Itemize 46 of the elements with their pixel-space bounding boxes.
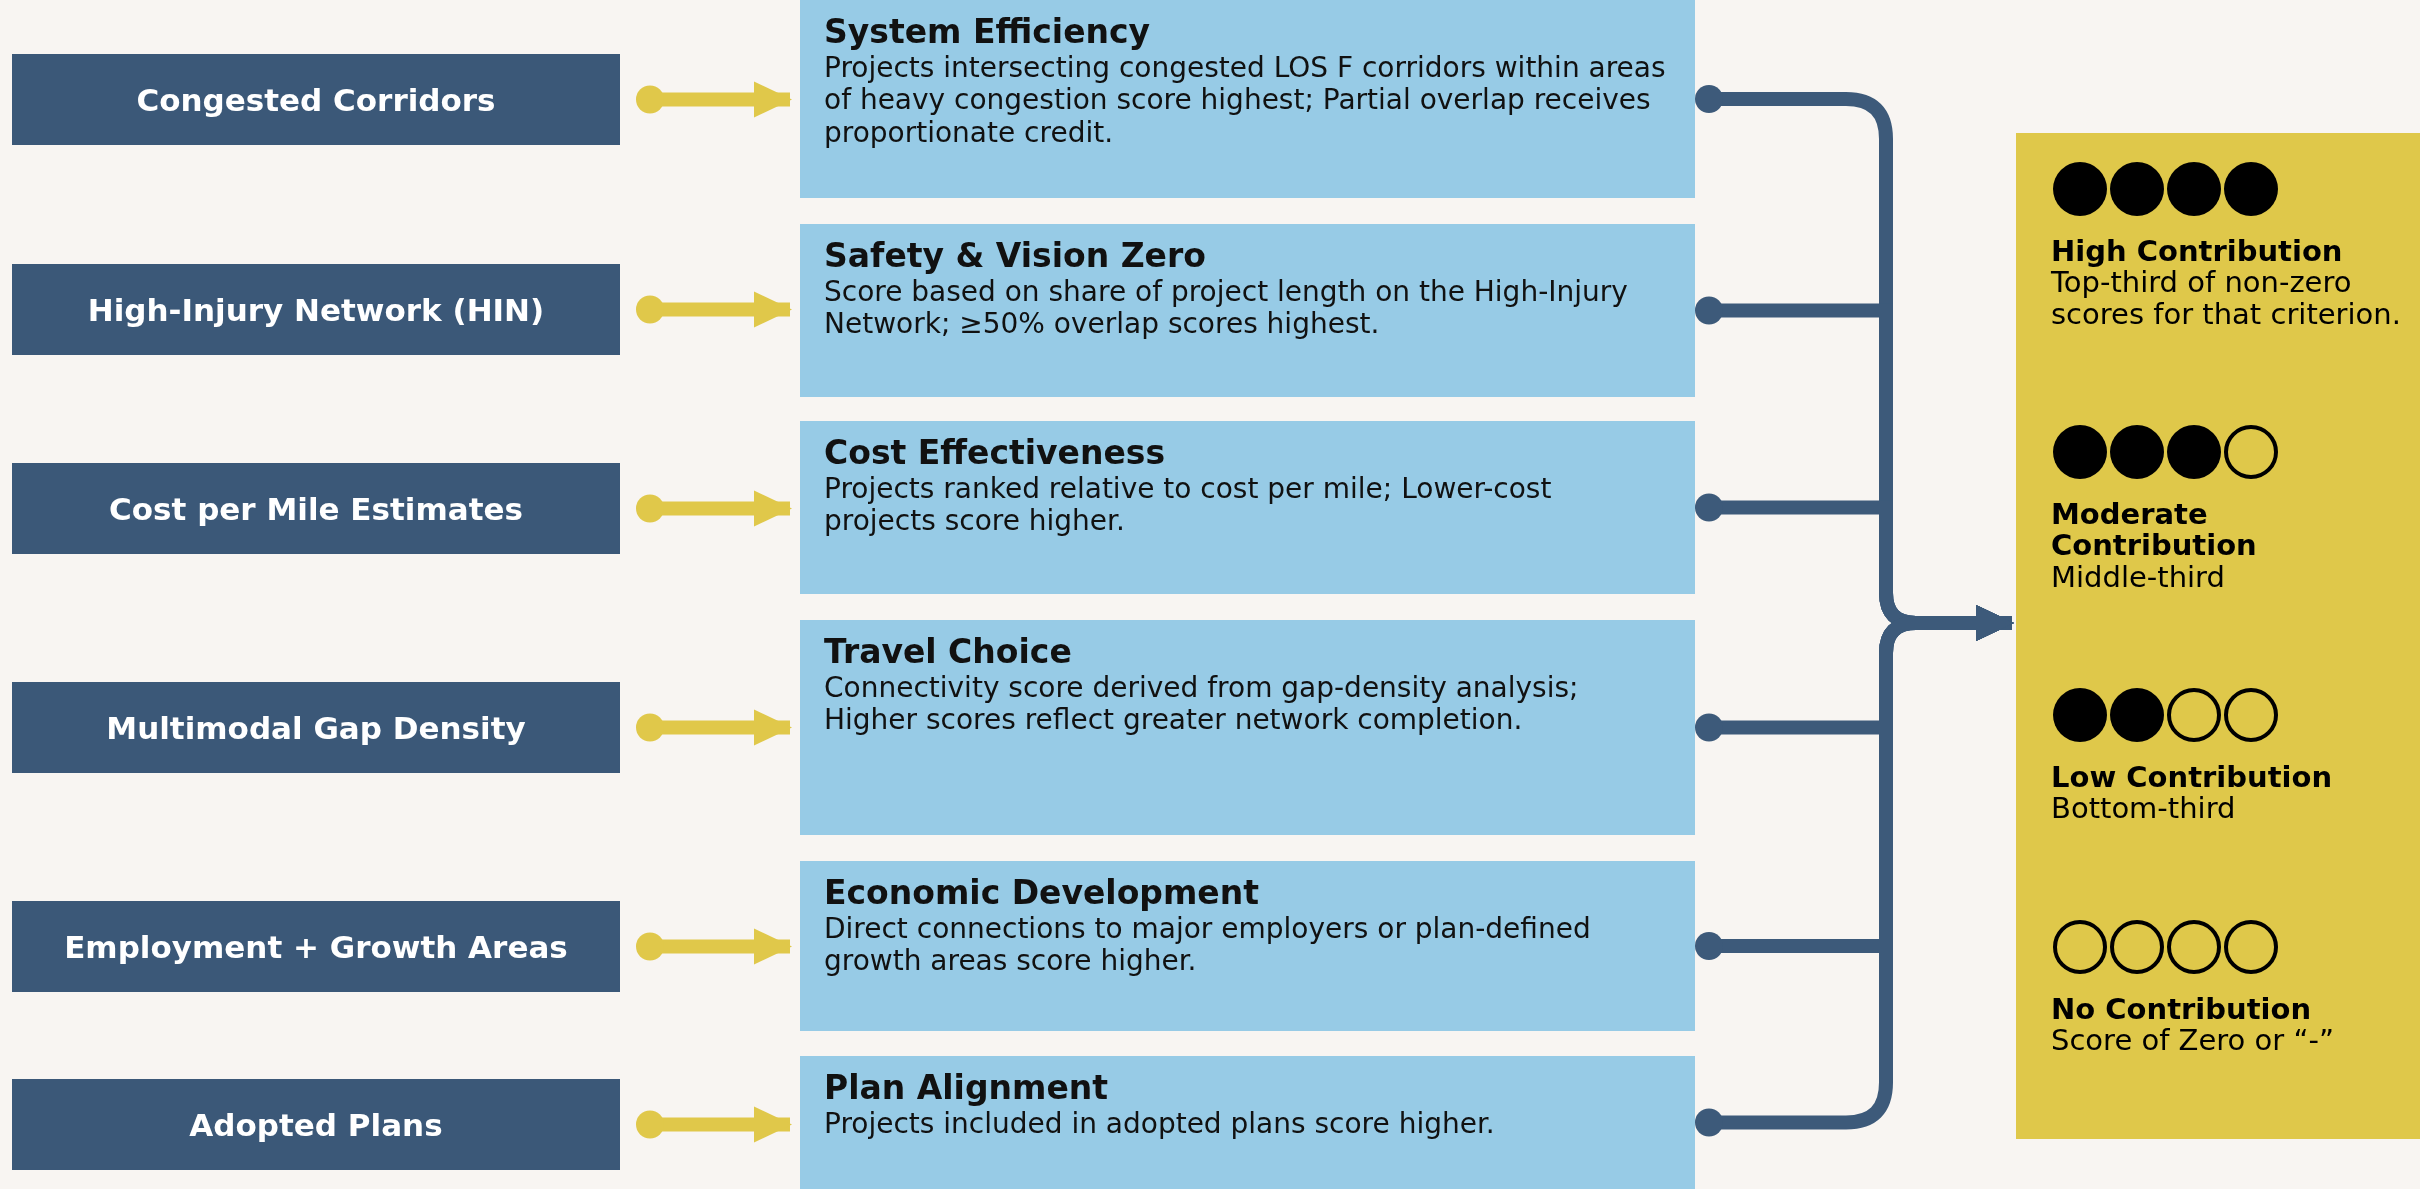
criterion-title: Plan Alignment xyxy=(824,1068,1110,1108)
rating-description: Middle-third xyxy=(2051,561,2226,593)
criterion-box xyxy=(800,0,1695,198)
rating-title: Low Contribution xyxy=(2051,762,2334,794)
criterion-title: Safety & Vision Zero xyxy=(824,236,1207,276)
rating-title: Moderate Contribution xyxy=(2051,499,2258,562)
data-source-box xyxy=(12,463,620,554)
data-source-box xyxy=(12,901,620,992)
criterion-title: Travel Choice xyxy=(824,632,1073,672)
criterion-box xyxy=(800,620,1695,835)
criterion-description: Projects intersecting congested LOS F corridors within areas of heavy congestion score highest; Partial overlap receives proportionate credit. xyxy=(824,51,1667,150)
criterion-description: Direct connections to major employers or plan-defined growth areas score higher. xyxy=(824,912,1592,979)
criterion-description: Projects ranked relative to cost per mile; Lower-cost projects score higher. xyxy=(824,472,1553,539)
rating-title: No Contribution xyxy=(2051,994,2313,1026)
source-label: Multimodal Gap Density xyxy=(106,709,526,746)
connector-arrow xyxy=(636,928,792,965)
data-source-box xyxy=(12,1079,620,1170)
criterion-title: System Efficiency xyxy=(824,12,1152,52)
data-source-box xyxy=(12,54,620,145)
connector-arrow xyxy=(636,291,792,328)
criterion-description: Connectivity score derived from gap-density analysis; Higher scores reflect greater network completion. xyxy=(824,671,1580,738)
rating-key-panel xyxy=(2016,133,2420,1139)
connector-arrow xyxy=(636,709,792,746)
source-label: Employment + Growth Areas xyxy=(64,928,568,965)
criterion-box xyxy=(800,1056,1695,1189)
data-source-box xyxy=(12,682,620,773)
criterion-title: Cost Effectiveness xyxy=(824,433,1167,473)
rating-description: Bottom-third xyxy=(2051,793,2237,825)
rating-description: Score of Zero or “-” xyxy=(2051,1025,2335,1057)
source-label: Congested Corridors xyxy=(136,81,496,118)
data-source-box xyxy=(12,264,620,355)
criterion-description: Projects included in adopted plans score higher. xyxy=(824,1107,1496,1141)
criterion-box xyxy=(800,421,1695,594)
source-label: Cost per Mile Estimates xyxy=(109,490,523,527)
rating-description: Top-third of non-zero scores for that criterion. xyxy=(2051,267,2402,330)
connector-arrow xyxy=(636,1106,792,1143)
source-label: High-Injury Network (HIN) xyxy=(87,291,545,328)
criterion-box xyxy=(800,224,1695,397)
connector-arrow xyxy=(1695,605,2014,1137)
criterion-description: Score based on share of project length on the High-Injury Network; ≥50% overlap scores highest. xyxy=(824,275,1629,342)
connector-arrow xyxy=(636,490,792,527)
source-label: Adopted Plans xyxy=(189,1106,443,1143)
criterion-title: Economic Development xyxy=(824,873,1260,913)
criterion-box xyxy=(800,861,1695,1031)
connector-arrow xyxy=(636,81,792,118)
rating-title: High Contribution xyxy=(2051,236,2344,268)
